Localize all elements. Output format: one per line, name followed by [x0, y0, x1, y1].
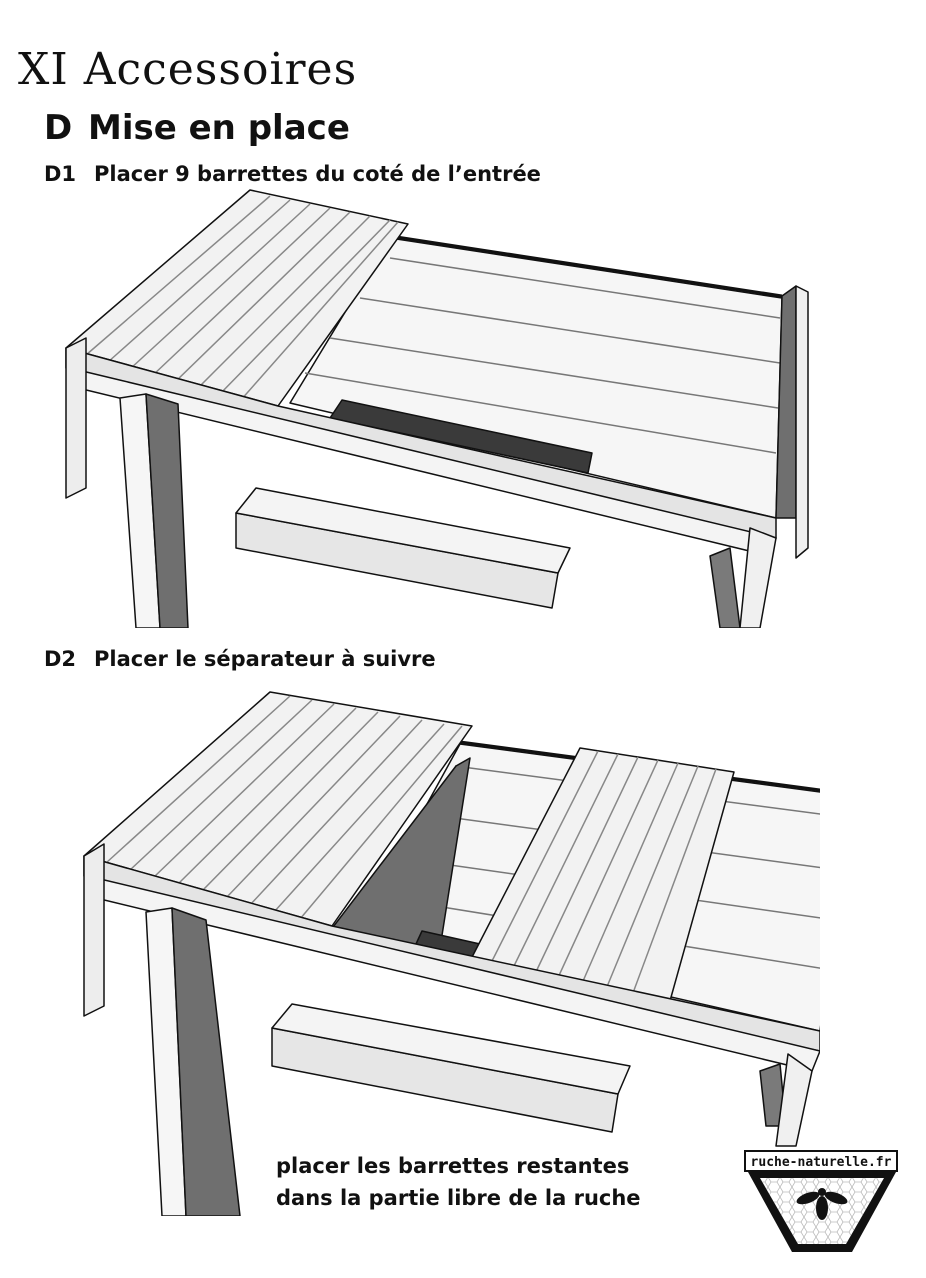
step-text: Placer le séparateur à suivre [94, 647, 436, 671]
bee-icon [748, 1172, 896, 1252]
hive-illustration-step-2 [83, 691, 820, 1216]
step-code: D2 [44, 647, 77, 671]
step-d1-caption: D1 Placer 9 barrettes du coté de l’entrée [44, 162, 541, 186]
section-heading: D Mise en place [44, 108, 350, 148]
step-code: D1 [44, 162, 77, 186]
step-text: Placer 9 barrettes du coté de l’entrée [94, 162, 541, 186]
section-letter: D [44, 108, 73, 148]
hive-illustration-step-1 [65, 189, 809, 628]
logo-url: ruche-naturelle.fr [744, 1150, 898, 1172]
note-line-1: placer les barrettes restantes [276, 1154, 630, 1178]
instruction-note: placer les barrettes restantes dans la p… [276, 1150, 641, 1214]
step-d2-caption: D2 Placer le séparateur à suivre [44, 647, 436, 671]
note-line-2: dans la partie libre de la ruche [276, 1186, 641, 1210]
site-logo: ruche-naturelle.fr [744, 1150, 900, 1254]
page-title: XI Accessoires [18, 44, 358, 95]
section-title: Mise en place [88, 108, 350, 148]
